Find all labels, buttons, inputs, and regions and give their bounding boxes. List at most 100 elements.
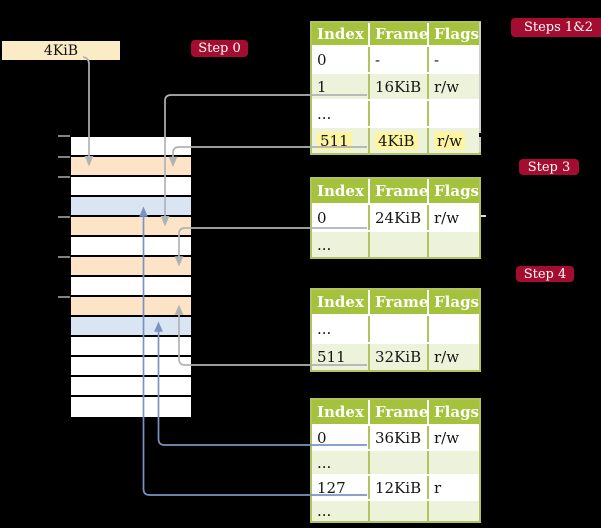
table-cell-flags: r/w [427,344,479,370]
l1-entry127-arrowhead [139,206,148,217]
l4-entry511-arrowhead [168,156,178,167]
memory-row [71,337,191,355]
column-header-frame: Frame [368,179,427,203]
table-cell-frame: 24KiB [368,205,427,230]
table-cell-flags [427,316,479,342]
column-header-flags: Flags [427,400,479,424]
table-cell-flags: r/w [427,74,479,99]
memory-row [71,197,191,215]
l4-entry511-pointer-line [172,146,367,157]
table-cell-index: 511 [317,348,346,366]
address-tick [58,135,70,137]
cr3-pointer-line [82,56,90,156]
table-cell-flags [427,232,479,257]
column-header-frame: Frame [368,400,427,424]
table-cell-index: 511 [312,128,368,153]
table-cell-frame [368,101,427,126]
table-cell-flags: r [427,476,479,499]
column-header-frame: Frame [368,23,427,45]
memory-row [71,297,191,315]
step-4-label: Step 4 [516,266,574,282]
table-cell-flags: - [427,47,479,72]
column-header-index: Index [317,293,364,311]
address-tick [58,216,70,218]
table-cell-index: ... [317,320,332,338]
highlighted-value: 511 [317,131,352,150]
step-3-label: Step 3 [519,159,579,175]
table-cell-frame: 12KiB [368,476,427,499]
table-cell-frame [368,451,427,474]
l2-entry511-pointer-line [178,314,367,366]
table-row: ... [312,230,479,257]
highlighted-value: 4KiB [375,131,418,150]
memory-row [71,157,191,175]
highlighted-value: r/w [434,131,466,150]
steps-1-2-label: Steps 1&2 [511,18,601,37]
address-tick [58,156,70,158]
table-cell-frame: 16KiB [368,74,427,99]
column-header-flags: Flags [427,23,479,45]
table-cell-flags [427,451,479,474]
column-header-flags: Flags [427,179,479,203]
table-row: ... [312,99,479,126]
step-0-label: Step 0 [191,40,248,57]
table1-edge-shadow [479,22,481,152]
column-header-flags: Flags [427,290,479,314]
memory-row [71,217,191,235]
table-row: 0-- [312,45,479,72]
table-cell-index: ... [317,235,332,254]
cr3-frame-box: 4KiB [2,41,120,60]
table-cell-frame: 32KiB [368,344,427,370]
memory-row [71,357,191,375]
l2-entry511-arrowhead [174,304,184,315]
table2-row-stub [481,215,486,217]
l1-entry0-arrowhead [154,321,163,332]
table-cell-index: ... [317,502,332,520]
table-cell-frame [368,316,427,342]
table-cell-index: 0 [317,208,327,227]
table-row: ... [312,449,479,474]
memory-row [71,177,191,195]
address-tick [58,176,70,178]
table-cell-index: 0 [317,428,327,447]
l4-entry1-arrowhead [160,216,170,227]
memory-row [71,237,191,255]
table-cell-flags [427,501,479,521]
column-header-index: Index [317,182,364,200]
table-cell-flags: r/w [427,426,479,449]
table-cell-index: ... [317,453,332,472]
memory-row [71,137,191,155]
memory-stack-bottom-edge [71,415,191,417]
table-row: 511 4KiB r/w [312,126,479,153]
column-header-index: Index [317,403,364,421]
memory-row [71,377,191,395]
table-cell-frame [368,501,427,521]
address-tick [58,256,70,258]
l1-entry0-pointer-line [157,331,367,446]
column-header-frame: Frame [368,290,427,314]
memory-row [71,277,191,295]
l1-entry127-pointer-line [142,216,367,496]
table-cell-flags: r/w [427,205,479,230]
table-cell-frame [368,232,427,257]
table1-row-stub [479,133,486,137]
table-row: ... [312,314,479,342]
cr3-frame-label: 4KiB [43,42,79,59]
memory-row [71,257,191,275]
table-cell-index: 127 [317,478,346,497]
table-cell-flags: r/w [427,128,479,153]
table-cell-frame: 4KiB [368,128,427,153]
l4-entry1-pointer-line [164,94,367,216]
